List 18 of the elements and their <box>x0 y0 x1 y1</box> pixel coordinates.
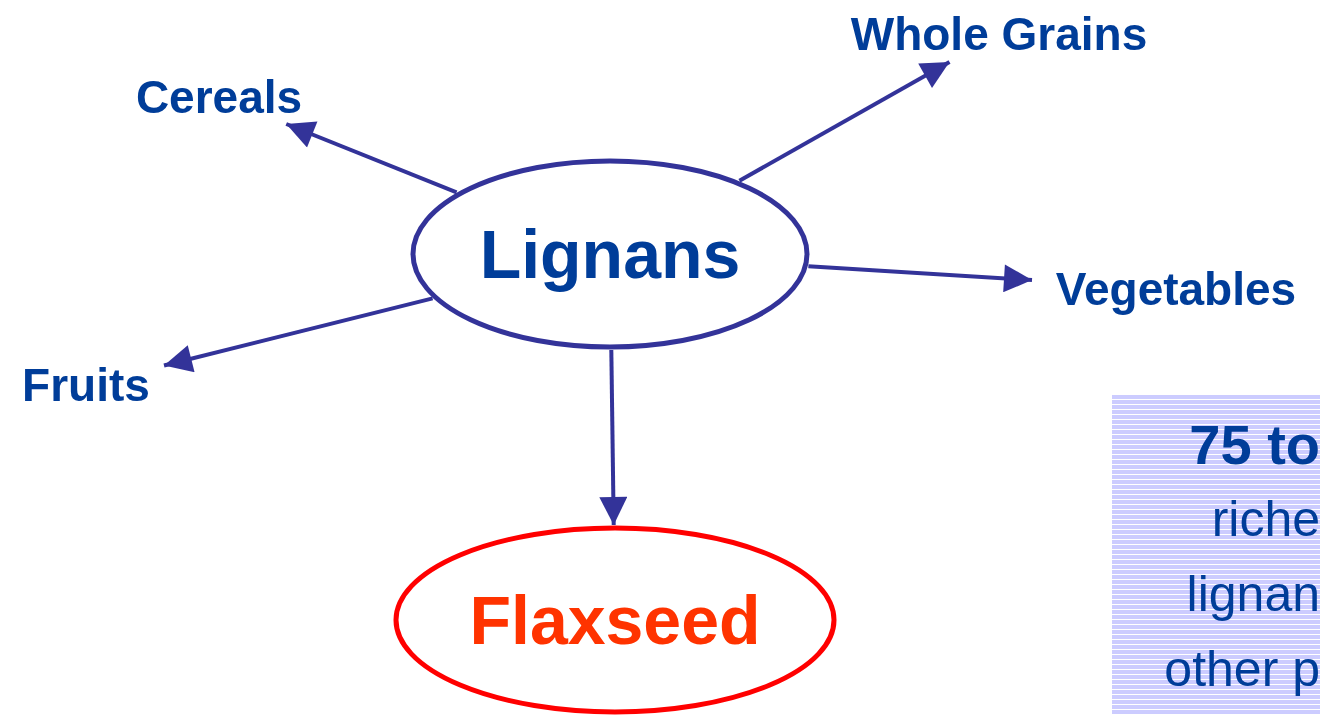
note-text: lignan <box>1186 564 1320 624</box>
note-text: other p <box>1164 639 1320 699</box>
arrow <box>808 264 1033 293</box>
node-label: Cereals <box>135 71 303 123</box>
node-label: Flaxseed <box>469 582 761 658</box>
node-label: Fruits <box>22 359 150 411</box>
note-text: riche <box>1211 489 1320 549</box>
node-label: Whole Grains <box>850 8 1148 60</box>
node-label: Lignans <box>479 216 741 292</box>
oval-node <box>410 158 810 350</box>
note-text: 75 to <box>1189 412 1320 478</box>
arrow <box>285 121 458 195</box>
oval-node <box>393 525 837 715</box>
note-panel <box>1112 395 1320 715</box>
node-label: Vegetables <box>1055 263 1297 315</box>
arrow <box>599 349 628 526</box>
arrow <box>163 296 434 373</box>
arrow <box>738 60 951 183</box>
